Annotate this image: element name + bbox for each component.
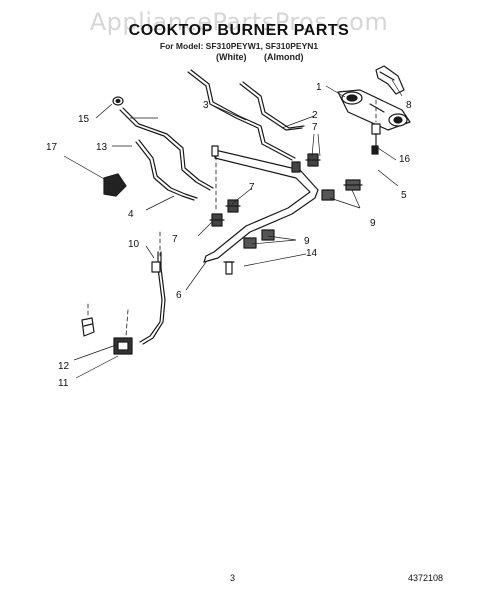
variant-almond: (Almond)	[264, 52, 304, 62]
bracket-12	[81, 317, 95, 337]
valve-9-d	[243, 237, 257, 249]
orifice-7-a	[305, 153, 321, 167]
callout-6: 6	[176, 290, 182, 301]
valve-9-a	[343, 179, 363, 191]
callout-14: 14	[306, 248, 318, 259]
callout-7-b: 7	[249, 182, 255, 193]
grommet-15	[112, 96, 124, 106]
manifold-6	[203, 145, 319, 263]
burner-tube-4	[135, 139, 198, 201]
page-title: COOKTOP BURNER PARTS	[128, 22, 350, 39]
callout-7-c: 7	[172, 234, 178, 245]
orifice-7-b	[225, 199, 241, 213]
page-number: 3	[230, 573, 236, 583]
callout-8: 8	[406, 100, 412, 111]
callout-1: 1	[316, 82, 322, 93]
orifice-7-d	[291, 161, 301, 173]
watermark: AppliancePartsPros.com	[89, 8, 389, 36]
valve-9-c	[261, 229, 275, 241]
callout-16: 16	[399, 154, 411, 165]
callout-3: 3	[203, 100, 209, 111]
callout-labels: 1 2 3 4 5 6 7 7 7 8 9 9 10 11 12 13 14 1…	[46, 82, 412, 389]
screw-14	[223, 261, 235, 275]
alignment-lines	[87, 99, 377, 337]
burner-tube-13	[119, 107, 214, 191]
switch-11	[113, 337, 133, 355]
leader-lines	[63, 79, 403, 379]
document-number: 4372108	[408, 573, 444, 583]
bracket-8	[375, 65, 405, 95]
callout-4: 4	[128, 209, 134, 220]
electrode-16	[371, 123, 381, 155]
callout-17: 17	[46, 142, 58, 153]
callout-9-b: 9	[304, 236, 310, 247]
burner-tube-3	[187, 69, 296, 161]
burner-head-1	[337, 89, 411, 131]
valve-9-b	[321, 189, 335, 201]
callout-13: 13	[96, 142, 108, 153]
callout-12: 12	[58, 361, 70, 372]
callout-11: 11	[58, 378, 69, 389]
orifice-7-c	[209, 213, 225, 227]
callout-9-a: 9	[370, 218, 376, 229]
callout-10: 10	[128, 239, 140, 250]
callout-2: 2	[312, 110, 318, 121]
burner-tube-2	[239, 81, 305, 131]
callout-5: 5	[401, 190, 407, 201]
callout-7-a: 7	[312, 122, 318, 133]
wire-harness-10	[139, 251, 166, 345]
model-numbers: For Model: SF310PEYW1, SF310PEYN1	[159, 41, 319, 51]
variant-white: (White)	[216, 52, 247, 62]
burner-cap-17	[103, 173, 127, 197]
callout-15: 15	[78, 114, 90, 125]
